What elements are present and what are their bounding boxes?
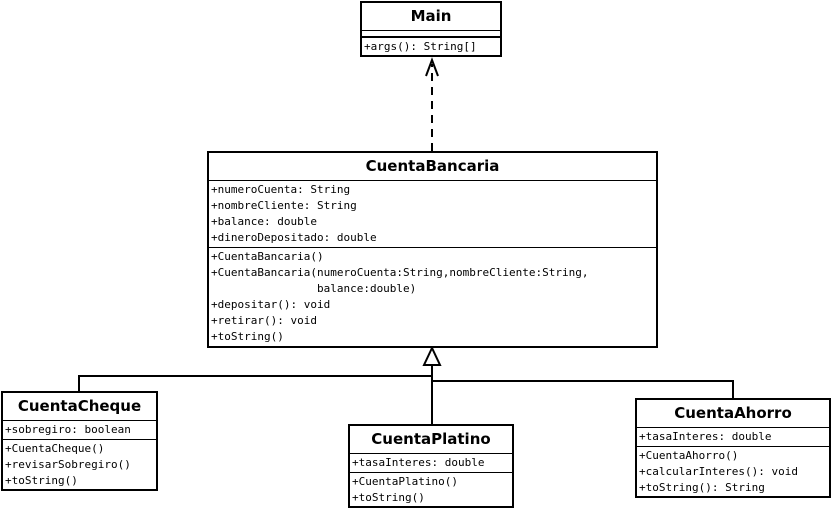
method: +retirar(): void <box>211 314 317 327</box>
class-cuentabancaria[interactable]: CuentaBancaria +numeroCuenta: String +no… <box>207 151 658 348</box>
methods-section: +CuentaCheque() +revisarSobregiro() +toS… <box>3 440 156 489</box>
attribute: +nombreCliente: String <box>211 199 357 212</box>
generalization-line-cuentacheque <box>78 375 432 391</box>
attribute: +balance: double <box>211 215 317 228</box>
attribute: +sobregiro: boolean <box>5 423 131 436</box>
method: balance:double) <box>211 282 417 295</box>
method: +CuentaCheque() <box>5 442 105 455</box>
method: +revisarSobregiro() <box>5 458 131 471</box>
attributes-section: +tasaInteres: double <box>350 454 512 473</box>
attributes-section: +sobregiro: boolean <box>3 421 156 440</box>
generalization-line-cuentaahorro <box>432 380 734 398</box>
class-name: CuentaCheque <box>3 393 156 421</box>
attribute: +tasaInteres: double <box>352 456 485 469</box>
method: +toString() <box>211 330 284 343</box>
method: +CuentaBancaria() <box>211 250 324 263</box>
class-cuentaplatino[interactable]: CuentaPlatino +tasaInteres: double +Cuen… <box>348 424 514 508</box>
method: +CuentaBancaria(numeroCuenta:String,nomb… <box>211 266 589 279</box>
class-name: Main <box>362 3 500 31</box>
class-name: CuentaAhorro <box>637 400 829 428</box>
attributes-section <box>362 31 500 37</box>
class-cuentacheque[interactable]: CuentaCheque +sobregiro: boolean +Cuenta… <box>1 391 158 491</box>
methods-section: +CuentaAhorro() +calcularInteres(): void… <box>637 447 829 496</box>
method: +toString() <box>5 474 78 487</box>
method: +args(): String[] <box>364 40 477 53</box>
class-name: CuentaBancaria <box>209 153 656 181</box>
method: +depositar(): void <box>211 298 331 311</box>
class-main[interactable]: Main +args(): String[] <box>360 1 502 57</box>
methods-section: +args(): String[] <box>362 37 500 55</box>
attributes-section: +tasaInteres: double <box>637 428 829 447</box>
attribute: +tasaInteres: double <box>639 430 772 443</box>
methods-section: +CuentaBancaria() +CuentaBancaria(numero… <box>209 248 656 346</box>
methods-section: +CuentaPlatino() +toString() <box>350 473 512 506</box>
method: +CuentaPlatino() <box>352 475 458 488</box>
class-name: CuentaPlatino <box>350 426 512 454</box>
attribute: +numeroCuenta: String <box>211 183 351 196</box>
generalization-triangle <box>422 345 442 366</box>
dependency-arrowhead <box>425 57 439 77</box>
attribute: +dineroDepositado: double <box>211 231 377 244</box>
method: +toString() <box>352 491 425 504</box>
method: +CuentaAhorro() <box>639 449 739 462</box>
method: +calcularInteres(): void <box>639 465 798 478</box>
attributes-section: +numeroCuenta: String +nombreCliente: St… <box>209 181 656 248</box>
class-cuentaahorro[interactable]: CuentaAhorro +tasaInteres: double +Cuent… <box>635 398 831 498</box>
method: +toString(): String <box>639 481 765 494</box>
